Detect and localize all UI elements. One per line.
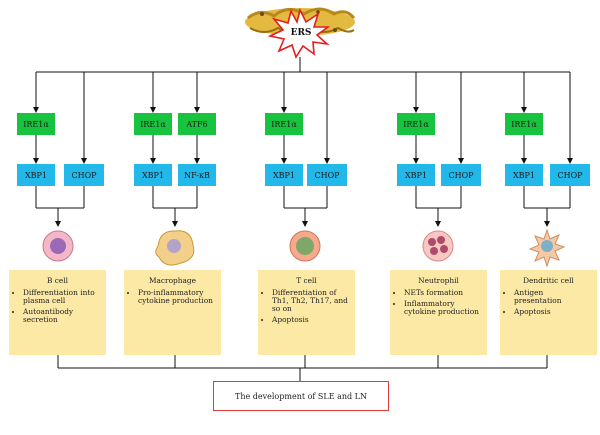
dendritic-cell-card: Dendritic cell Antigen presentation Apop… xyxy=(500,270,597,355)
col1-chop-box: CHOP xyxy=(64,164,104,186)
card-title: B cell xyxy=(46,276,69,285)
card-bullet: Antigen presentation xyxy=(514,288,593,305)
col3-chop-box: CHOP xyxy=(307,164,347,186)
card-bullets: Differentiation into plasma cell Autoant… xyxy=(13,288,102,325)
card-bullets: Antigen presentation Apoptosis xyxy=(504,288,593,316)
col3-ire1a-box: IRE1α xyxy=(265,113,303,135)
card-bullet: NETs formation xyxy=(404,288,483,297)
col5-ire1a-box: IRE1α xyxy=(505,113,543,135)
card-bullet: Autoantibody secretion xyxy=(23,308,102,324)
b-cell-image xyxy=(42,230,74,262)
dendritic-cell-image xyxy=(528,228,566,268)
card-title: Dendritic cell xyxy=(523,276,574,285)
col4-ire1a-box: IRE1α xyxy=(397,113,435,135)
col2-xbp1-box: XBP1 xyxy=(134,164,172,186)
ers-burst xyxy=(267,7,331,59)
col1-xbp1-box: XBP1 xyxy=(17,164,55,186)
col1-ire1a-box: IRE1α xyxy=(17,113,55,135)
card-bullet: Pro-inflammatory cytokine production xyxy=(138,288,217,305)
col5-xbp1-box: XBP1 xyxy=(505,164,543,186)
outcome-box: The development of SLE and LN xyxy=(213,381,389,411)
col4-xbp1-box: XBP1 xyxy=(397,164,435,186)
card-bullet: Differentiation of Th1, Th2, Th17, and s… xyxy=(272,288,351,313)
t-cell-image xyxy=(289,230,321,262)
col2-nfkb-box: NF-κB xyxy=(178,164,216,186)
card-bullets: Differentiation of Th1, Th2, Th17, and s… xyxy=(262,288,351,325)
ers-label: ERS xyxy=(290,28,312,38)
t-cell-card: T cell Differentiation of Th1, Th2, Th17… xyxy=(258,270,355,355)
col3-xbp1-box: XBP1 xyxy=(265,164,303,186)
col4-chop-box: CHOP xyxy=(441,164,481,186)
card-title: Neutrophil xyxy=(418,276,459,285)
col2-ire1a-box: IRE1α xyxy=(134,113,172,135)
neutrophil-image xyxy=(422,230,454,262)
col2-atf6-box: ATF6 xyxy=(178,113,216,135)
card-bullet: Apoptosis xyxy=(272,316,351,324)
card-bullet: Apoptosis xyxy=(514,308,593,316)
macrophage-image xyxy=(155,230,195,266)
connectors xyxy=(33,57,573,381)
macrophage-card: Macrophage Pro-inflammatory cytokine pro… xyxy=(124,270,221,355)
col5-chop-box: CHOP xyxy=(550,164,590,186)
neutrophil-card: Neutrophil NETs formation Inflammatory c… xyxy=(390,270,487,355)
card-bullets: NETs formation Inflammatory cytokine pro… xyxy=(394,288,483,316)
card-title: T cell xyxy=(296,276,317,285)
card-bullet: Differentiation into plasma cell xyxy=(23,288,102,305)
card-bullet: Inflammatory cytokine production xyxy=(404,299,483,316)
b-cell-card: B cell Differentiation into plasma cell … xyxy=(9,270,106,355)
card-bullets: Pro-inflammatory cytokine production xyxy=(128,288,217,305)
card-title: Macrophage xyxy=(148,276,197,285)
